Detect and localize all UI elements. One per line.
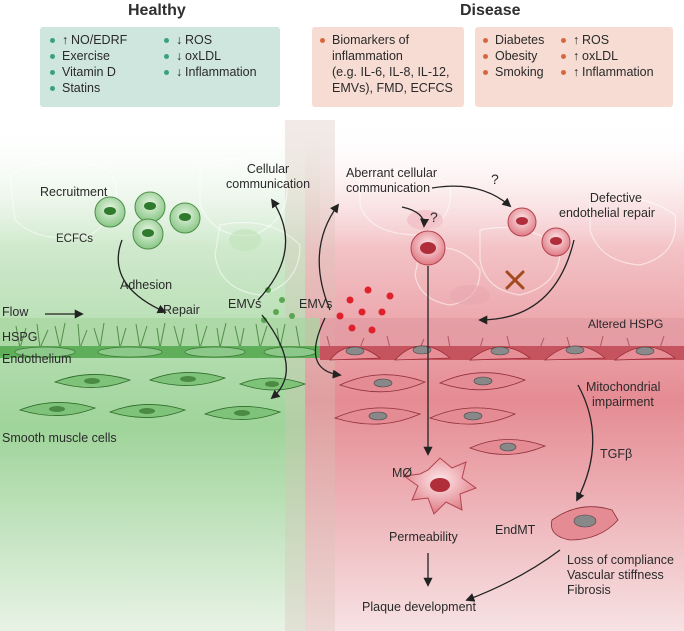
label-line: Mitochondrial [586, 380, 661, 394]
biomarkers-list: Biomarkers of inflammation (e.g. IL-6, I… [318, 32, 453, 96]
list-item: Smoking [481, 64, 544, 80]
list-item: Biomarkers of [318, 32, 453, 48]
list-item: Diabetes [481, 32, 544, 48]
list-item: ↓oxLDL [162, 48, 257, 64]
list-item: ↑oxLDL [559, 48, 654, 64]
label-line: communication [226, 177, 311, 191]
emv-disease-dots [336, 286, 394, 334]
list-item: ↑Inflammation [559, 64, 654, 80]
list-item: ↑ROS [559, 32, 654, 48]
healthy-factors-col2: ↓ROS ↓oxLDL ↓Inflammation [162, 32, 257, 80]
healthy-factors-box: ↑NO/EDRF Exercise Vitamin D Statins ↓ROS… [40, 27, 280, 107]
question-mark-2: ? [491, 171, 499, 187]
disease-factors-col2: ↑ROS ↑oxLDL ↑Inflammation [559, 32, 654, 80]
label-line: impairment [592, 395, 654, 409]
list-item: Exercise [48, 48, 127, 64]
list-item: ↑NO/EDRF [48, 32, 127, 48]
list-item: Obesity [481, 48, 544, 64]
label-line: communication [346, 181, 431, 195]
ecfcs-label: ECFCs [56, 233, 94, 245]
flow-arrows [45, 185, 594, 602]
list-item-cont: EMVs), FMD, ECFCS [332, 81, 453, 95]
hspg-strands [15, 322, 301, 349]
disease-biomarkers-box: Biomarkers of inflammation (e.g. IL-6, I… [312, 27, 464, 107]
hspg-label: HSPG [2, 330, 38, 344]
macrophage-label: MØ [392, 466, 413, 480]
endmt-label: EndMT [495, 523, 536, 537]
label-line: Defective [589, 191, 642, 205]
tgfb-label: TGFβ [600, 447, 633, 461]
disease-title: Disease [460, 2, 521, 19]
repair-label: Repair [163, 303, 200, 317]
list-item: ↓Inflammation [162, 64, 257, 80]
emv-healthy-dots [261, 287, 295, 323]
list-item: Vitamin D [48, 64, 127, 80]
label-line: Cellular [246, 162, 290, 176]
defective-repair-label: Defective endothelial repair [559, 191, 655, 221]
altered-hspg-label: Altered HSPG [588, 317, 664, 331]
plaque-label: Plaque development [362, 600, 476, 614]
list-item: Statins [48, 80, 127, 96]
healthy-factors-col1: ↑NO/EDRF Exercise Vitamin D Statins [48, 32, 127, 96]
mitochondrial-label: Mitochondrial impairment [586, 380, 660, 410]
question-mark-1: ? [430, 209, 438, 225]
disease-factors-box: Diabetes Obesity Smoking ↑ROS ↑oxLDL ↑In… [475, 27, 673, 107]
emvs-left-label: EMVs [228, 297, 262, 311]
label-line: Aberrant cellular [346, 166, 438, 180]
permeability-label: Permeability [389, 530, 458, 544]
ecfc-cells [94, 191, 201, 250]
healthy-title: Healthy [128, 2, 186, 19]
smooth-muscle-label: Smooth muscle cells [2, 431, 117, 445]
list-item-cont: inflammation [332, 49, 403, 63]
label-line: Loss of compliance [567, 553, 675, 567]
label-line: Vascular stiffness [567, 568, 664, 582]
list-item: ↓ROS [162, 32, 257, 48]
block-x-icon [505, 270, 525, 290]
label-line: endothelial repair [559, 206, 655, 220]
adhesion-label: Adhesion [120, 278, 173, 292]
label-line: Fibrosis [567, 583, 611, 597]
aberrant-communication-label: Aberrant cellular communication [346, 166, 437, 196]
cellular-communication-label: Cellular communication [226, 162, 310, 192]
emvs-right-label: EMVs [299, 297, 333, 311]
disease-factors-col1: Diabetes Obesity Smoking [481, 32, 544, 80]
loss-compliance-label: Loss of compliance Vascular stiffness Fi… [567, 553, 674, 598]
endothelium-label: Endothelium [2, 352, 72, 366]
list-item-cont: (e.g. IL-6, IL-8, IL-12, [332, 65, 450, 79]
recruitment-label: Recruitment [40, 185, 108, 199]
flow-label: Flow [2, 305, 29, 319]
